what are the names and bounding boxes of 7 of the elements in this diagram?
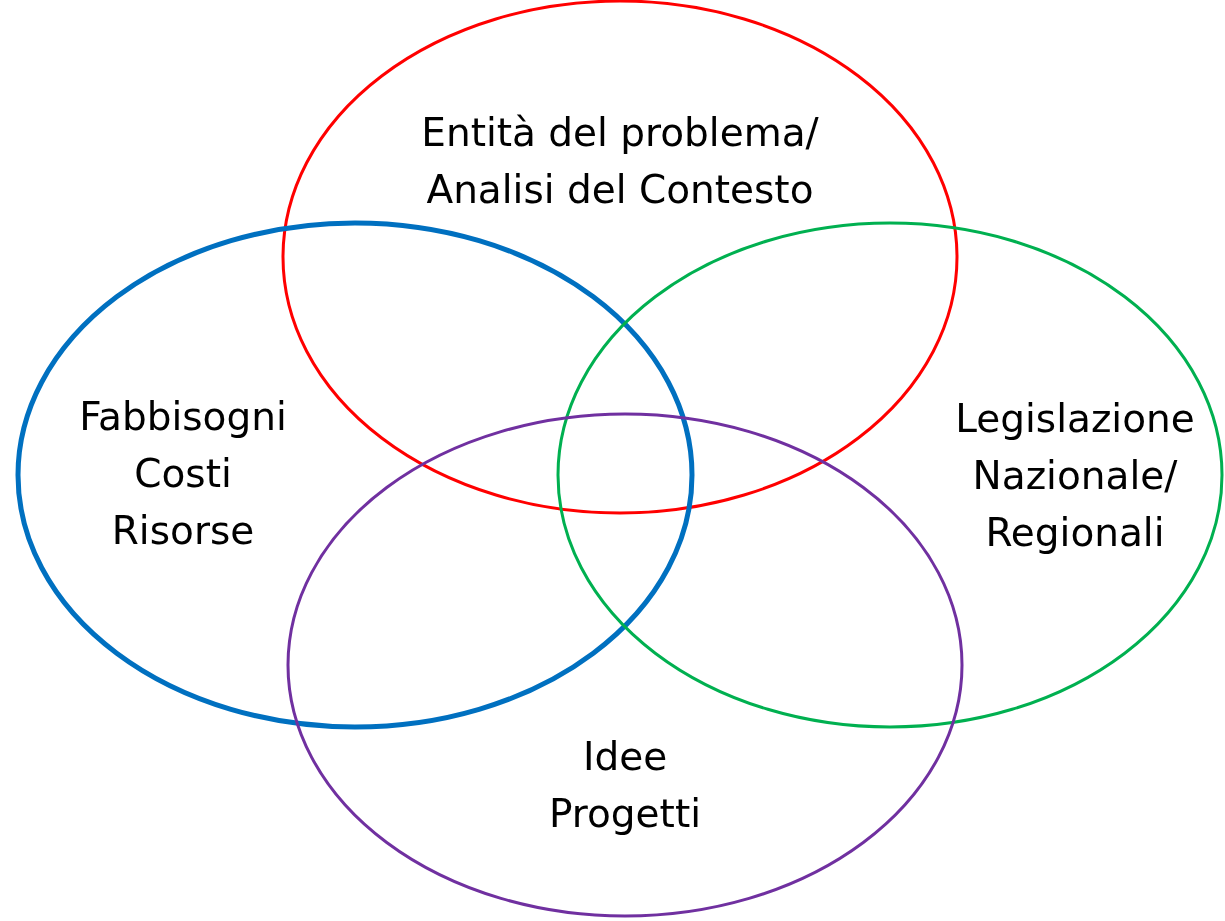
set-label: Legislazione Nazionale/ Regionali [954,395,1196,557]
set-label: Progetti [547,790,702,838]
set-label: Risorse [110,507,256,555]
set-label: Fabbisogni [78,393,288,441]
set-label: Idee [581,733,669,781]
set-label: Costi [133,450,233,498]
set-label: Entità del problema/ Analisi del Contesto [420,109,820,214]
